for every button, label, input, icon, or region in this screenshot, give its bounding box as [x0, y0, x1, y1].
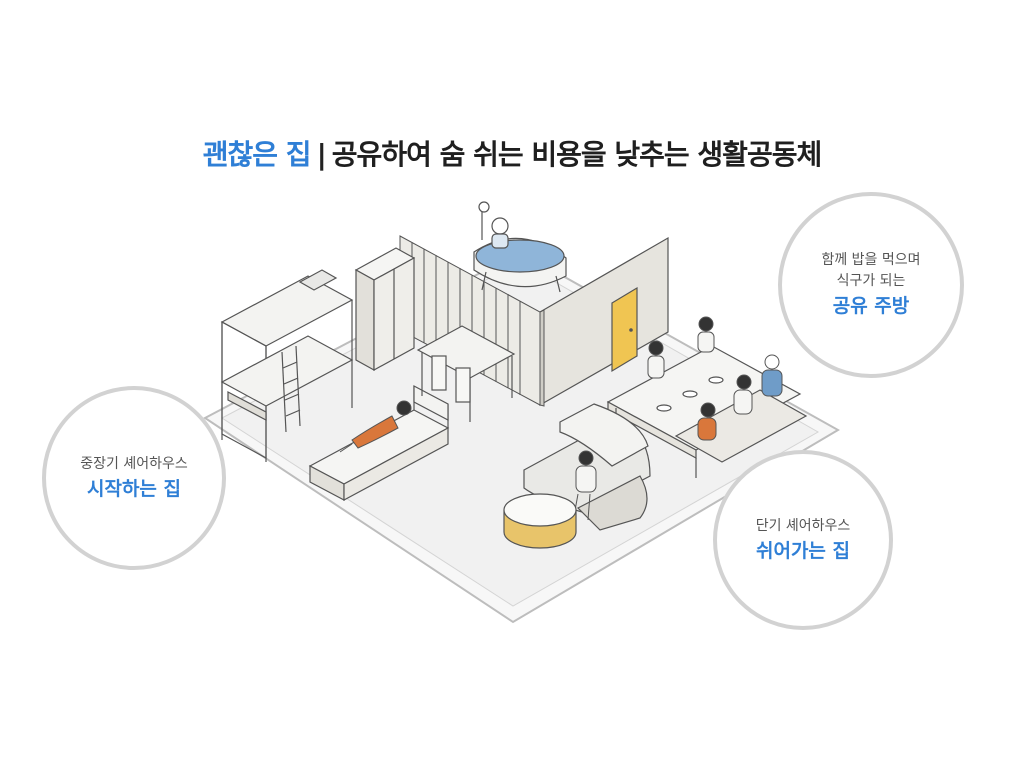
bunk-bed-icon: [220, 269, 354, 462]
person-icon: [573, 450, 597, 521]
callout-short-term-sharehouse: 단기 셰어하우스 쉬어가는 집: [713, 450, 893, 630]
callout-left-strong: 시작하는 집: [86, 477, 181, 500]
title-rest: 공유하여 숨 쉬는 비용을 낮추는 생활공동체: [331, 138, 822, 171]
title-separator: |: [316, 138, 327, 171]
page-title: 괜찮은 집|공유하여 숨 쉬는 비용을 낮추는 생활공동체: [0, 133, 1024, 173]
callout-long-term-sharehouse: 중장기 셰어하우스 시작하는 집: [42, 386, 226, 570]
wardrobe: [354, 247, 416, 372]
callout-right-line1: 함께 밥을 먹으며: [821, 252, 921, 268]
bathtub-icon: [473, 201, 567, 293]
callout-bottom-strong: 쉬어가는 집: [755, 539, 850, 562]
person-icon: [647, 316, 783, 441]
title-accent: 괜찮은 집: [202, 138, 312, 171]
callout-right-strong: 공유 주방: [832, 295, 910, 317]
callout-left-line1: 중장기 셰어하우스: [80, 455, 188, 472]
callout-right-line2: 식구가 되는: [836, 273, 906, 289]
callout-shared-kitchen: 함께 밥을 먹으며 식구가 되는 공유 주방: [778, 192, 964, 378]
round-table-icon: [503, 493, 577, 549]
callout-bottom-line1: 단기 셰어하우스: [755, 517, 851, 534]
door-icon: [611, 286, 638, 373]
partition-wall: [539, 236, 669, 407]
person-icon: [339, 400, 412, 453]
kitchen-table: [606, 345, 808, 478]
dining-table-icon: [416, 325, 516, 422]
